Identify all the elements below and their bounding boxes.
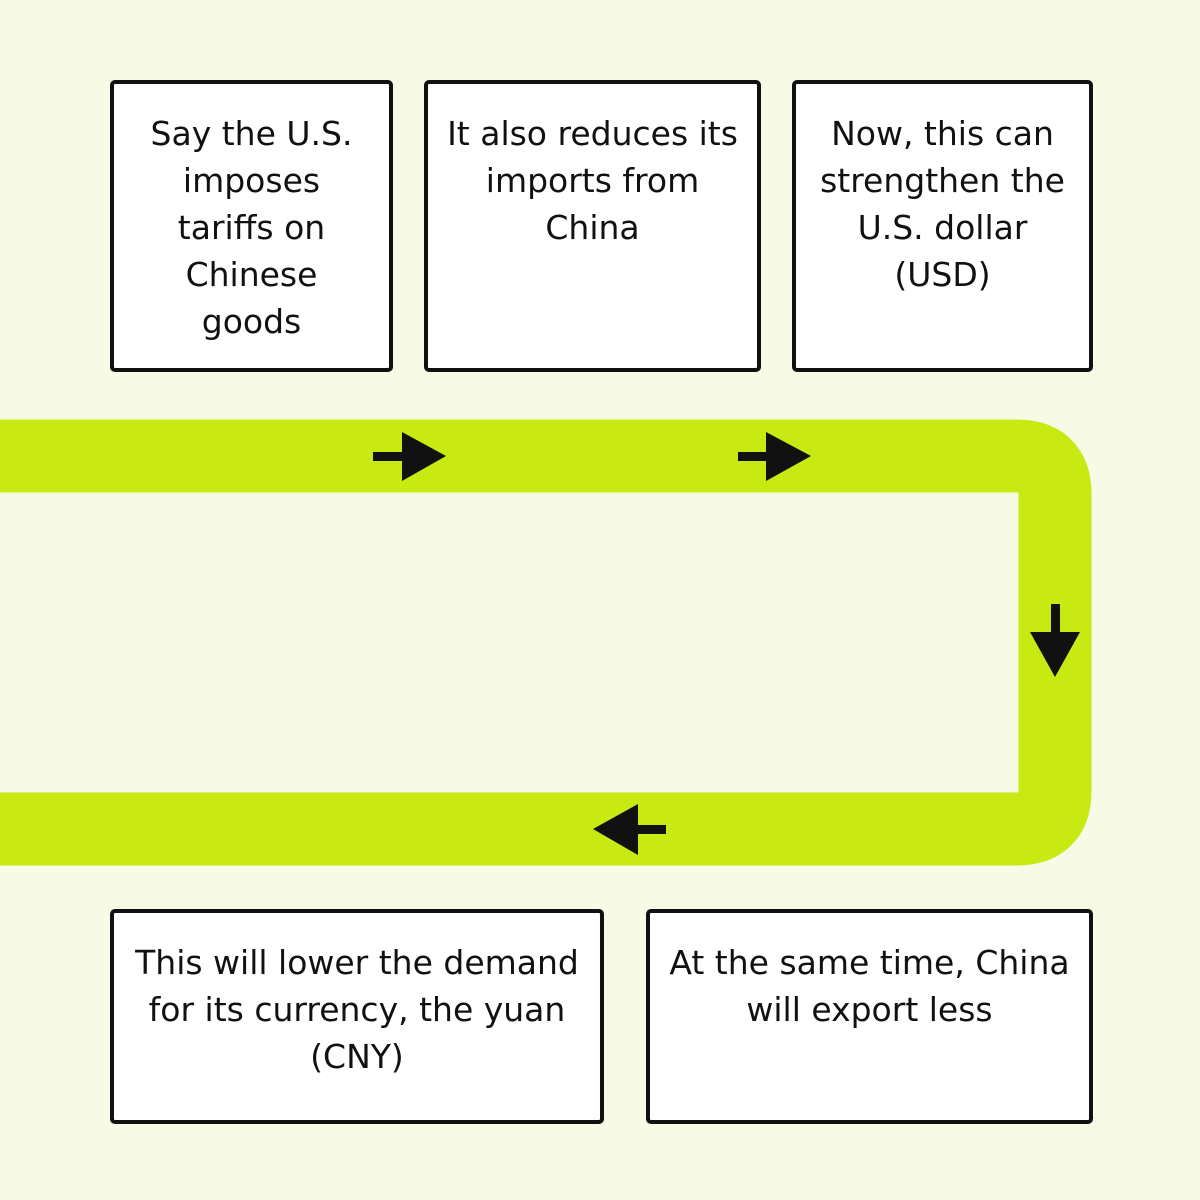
flow-path <box>0 419 1092 866</box>
arrow-right-icon <box>738 432 811 481</box>
step-box-reduce-imports: It also reduces its imports from China <box>424 80 761 372</box>
arrow-down-icon <box>1030 604 1080 677</box>
step-text: It also reduces its imports from China <box>447 114 738 247</box>
step-text: Now, this can strengthen the U.S. dollar… <box>820 114 1065 294</box>
step-box-lower-yuan-demand: This will lower the demand for its curre… <box>110 909 604 1124</box>
step-box-strengthen-usd: Now, this can strengthen the U.S. dollar… <box>792 80 1093 372</box>
arrow-right-icon <box>373 432 446 481</box>
step-box-tariffs: Say the U.S. imposes tariffs on Chinese … <box>110 80 393 372</box>
arrow-left-icon <box>593 804 666 855</box>
step-text: This will lower the demand for its curre… <box>135 943 579 1076</box>
step-box-china-exports-less: At the same time, China will export less <box>646 909 1093 1124</box>
step-text: Say the U.S. imposes tariffs on Chinese … <box>150 114 353 341</box>
step-text: At the same time, China will export less <box>669 943 1070 1029</box>
